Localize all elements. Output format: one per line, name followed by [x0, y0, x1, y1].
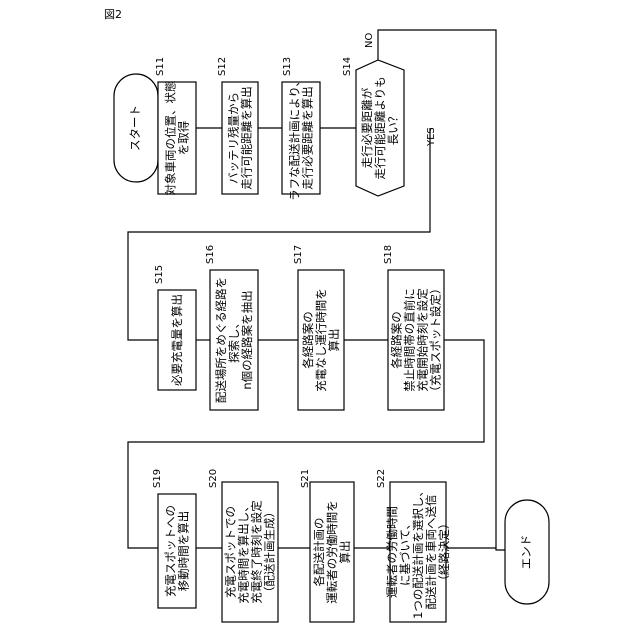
step-line: 算出 [338, 541, 352, 564]
step-line: 走行必要距離が [360, 87, 374, 168]
step-line: 走行可能距離を算出 [240, 86, 254, 190]
step-s17: 各経路案の充電なし運行時間を算出 S17 [293, 245, 344, 410]
step-line: 充電時間を算出し、 [237, 500, 251, 604]
step-line: 対象車両の位置、状態 [164, 81, 178, 196]
step-line: 充電終了時刻を設定 [250, 500, 264, 604]
branch-no-label: NO [364, 33, 375, 48]
step-s11: 対象車両の位置、状態を取得 S11 [155, 57, 196, 196]
step-line: 配送場所をめぐる経路を [214, 277, 228, 403]
step-line: 走行可能距離よりも [373, 76, 387, 179]
decision-s14: 走行必要距離が走行可能距離よりも長い？ S14 [342, 57, 404, 196]
step-line: 移動時間を算出 [177, 511, 191, 592]
step-s13-text: ラフな配送計画により、走行必要距離を算出 [288, 75, 315, 201]
step-line: 充電開始時刻を設定 [416, 288, 430, 392]
step-s13: ラフな配送計画により、走行必要距離を算出 S13 [282, 57, 320, 201]
step-line: （配送計画生成） [263, 506, 277, 598]
step-line: 運転者の労働時間 [385, 506, 399, 598]
step-s15-id: S15 [154, 265, 165, 284]
end-terminal: エンド [505, 500, 549, 604]
step-line: 長い？ [386, 111, 400, 146]
step-s13-id: S13 [282, 57, 293, 76]
step-line: 充電なし運行時間を [314, 288, 328, 392]
step-line: に基づいて、 [398, 518, 412, 586]
step-s12-id: S12 [217, 57, 228, 76]
step-s17-id: S17 [293, 245, 304, 264]
step-line: 充電スポットへの [164, 505, 178, 597]
start-label: スタート [128, 105, 142, 151]
step-s11-id: S11 [155, 57, 166, 76]
step-s12: バッテリ残量から走行可能距離を算出 S12 [217, 57, 258, 194]
step-line: 禁止時間帯の直前に [403, 288, 417, 392]
step-s15-text: 必要充電量を算出 [170, 294, 184, 386]
start-terminal: スタート [114, 74, 158, 182]
step-line: 各経路案の [390, 311, 404, 369]
step-line: 配送計画を車両へ送信 [424, 495, 438, 610]
step-line: （経路決定） [437, 518, 451, 587]
step-s21: 各配送計画の運転者の労働時間を算出 S21 [300, 469, 354, 622]
step-line: 各経路案の [301, 311, 315, 369]
step-s16-id: S16 [205, 245, 216, 264]
step-line: 1つの配送計画を選択し、 [411, 485, 425, 619]
step-line: 充電スポットでの [224, 506, 238, 598]
step-line: 運転者の労働時間を [325, 500, 339, 604]
step-line: 算出 [327, 329, 341, 352]
step-s20-id: S20 [208, 469, 219, 488]
step-s18-id: S18 [383, 245, 394, 264]
step-line: 必要充電量を算出 [170, 294, 184, 386]
step-s20: 充電スポットでの充電時間を算出し、充電終了時刻を設定（配送計画生成） S20 [208, 469, 278, 622]
step-s20-text: 充電スポットでの充電時間を算出し、充電終了時刻を設定（配送計画生成） [224, 500, 277, 604]
step-s16: 配送場所をめぐる経路を探索し、n個の経路案を抽出 S16 [205, 245, 258, 410]
step-s19-text: 充電スポットへの移動時間を算出 [164, 505, 191, 597]
step-line: バッテリ残量から [227, 92, 241, 184]
step-s19-id: S19 [152, 469, 163, 488]
step-line: ラフな配送計画により、 [288, 75, 302, 201]
step-line: （充電スポット設定） [429, 283, 443, 398]
step-s22: 運転者の労働時間に基づいて、1つの配送計画を選択し、配送計画を車両へ送信（経路決… [376, 469, 451, 622]
step-line: 各配送計画の [312, 518, 326, 587]
branch-yes-label: YES [426, 127, 437, 147]
end-label: エンド [519, 535, 533, 570]
step-line: 走行必要距離を算出 [301, 86, 315, 190]
step-s19: 充電スポットへの移動時間を算出 S19 [152, 469, 196, 608]
step-s21-id: S21 [300, 469, 311, 488]
step-s12-text: バッテリ残量から走行可能距離を算出 [227, 86, 254, 190]
step-line: 探索し、 [227, 317, 241, 363]
step-s22-id: S22 [376, 469, 387, 488]
step-s14-id: S14 [342, 57, 353, 76]
step-s15: 必要充電量を算出 S15 [154, 265, 196, 390]
step-line: n個の経路案を抽出 [240, 290, 254, 389]
step-line: を取得 [177, 121, 191, 156]
step-s18: 各経路案の禁止時間帯の直前に充電開始時刻を設定（充電スポット設定） S18 [383, 245, 444, 410]
